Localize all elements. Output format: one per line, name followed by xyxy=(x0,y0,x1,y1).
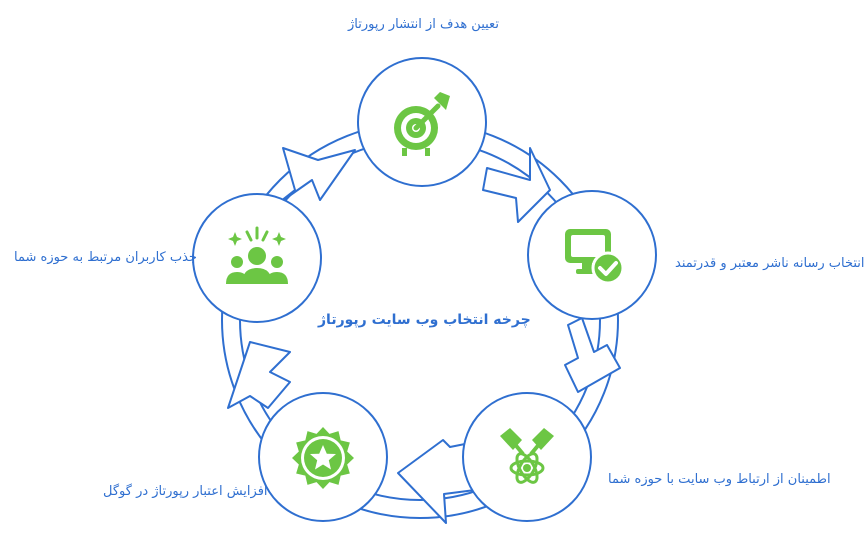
step-label-1: تعیین هدف از انتشار رپورتاژ xyxy=(348,17,499,32)
arrow-right xyxy=(564,317,621,393)
arrow-top-right xyxy=(482,147,551,223)
center-title: چرخه انتخاب وب سایت رپورتاژ xyxy=(318,312,531,328)
arrow-bottom xyxy=(397,439,476,524)
step-label-4: افزایش اعتبار رپورتاژ در گوگل xyxy=(103,484,268,499)
monitor-check-icon xyxy=(565,229,625,285)
step-label-2: انتخاب رسانه ناشر معتبر و قدرتمند xyxy=(675,256,865,271)
arrow-left xyxy=(227,341,291,409)
step-label-3: اطمینان از ارتباط وب سایت با حوزه شما xyxy=(608,472,831,487)
arrow-top-left xyxy=(271,147,356,209)
target-icon xyxy=(394,92,450,156)
atom-connection-icon xyxy=(500,428,554,484)
star-badge-icon xyxy=(292,427,354,489)
users-group-icon xyxy=(226,226,288,284)
step-label-5: جذب کاربران مرتبط به حوزه شما xyxy=(14,250,197,265)
